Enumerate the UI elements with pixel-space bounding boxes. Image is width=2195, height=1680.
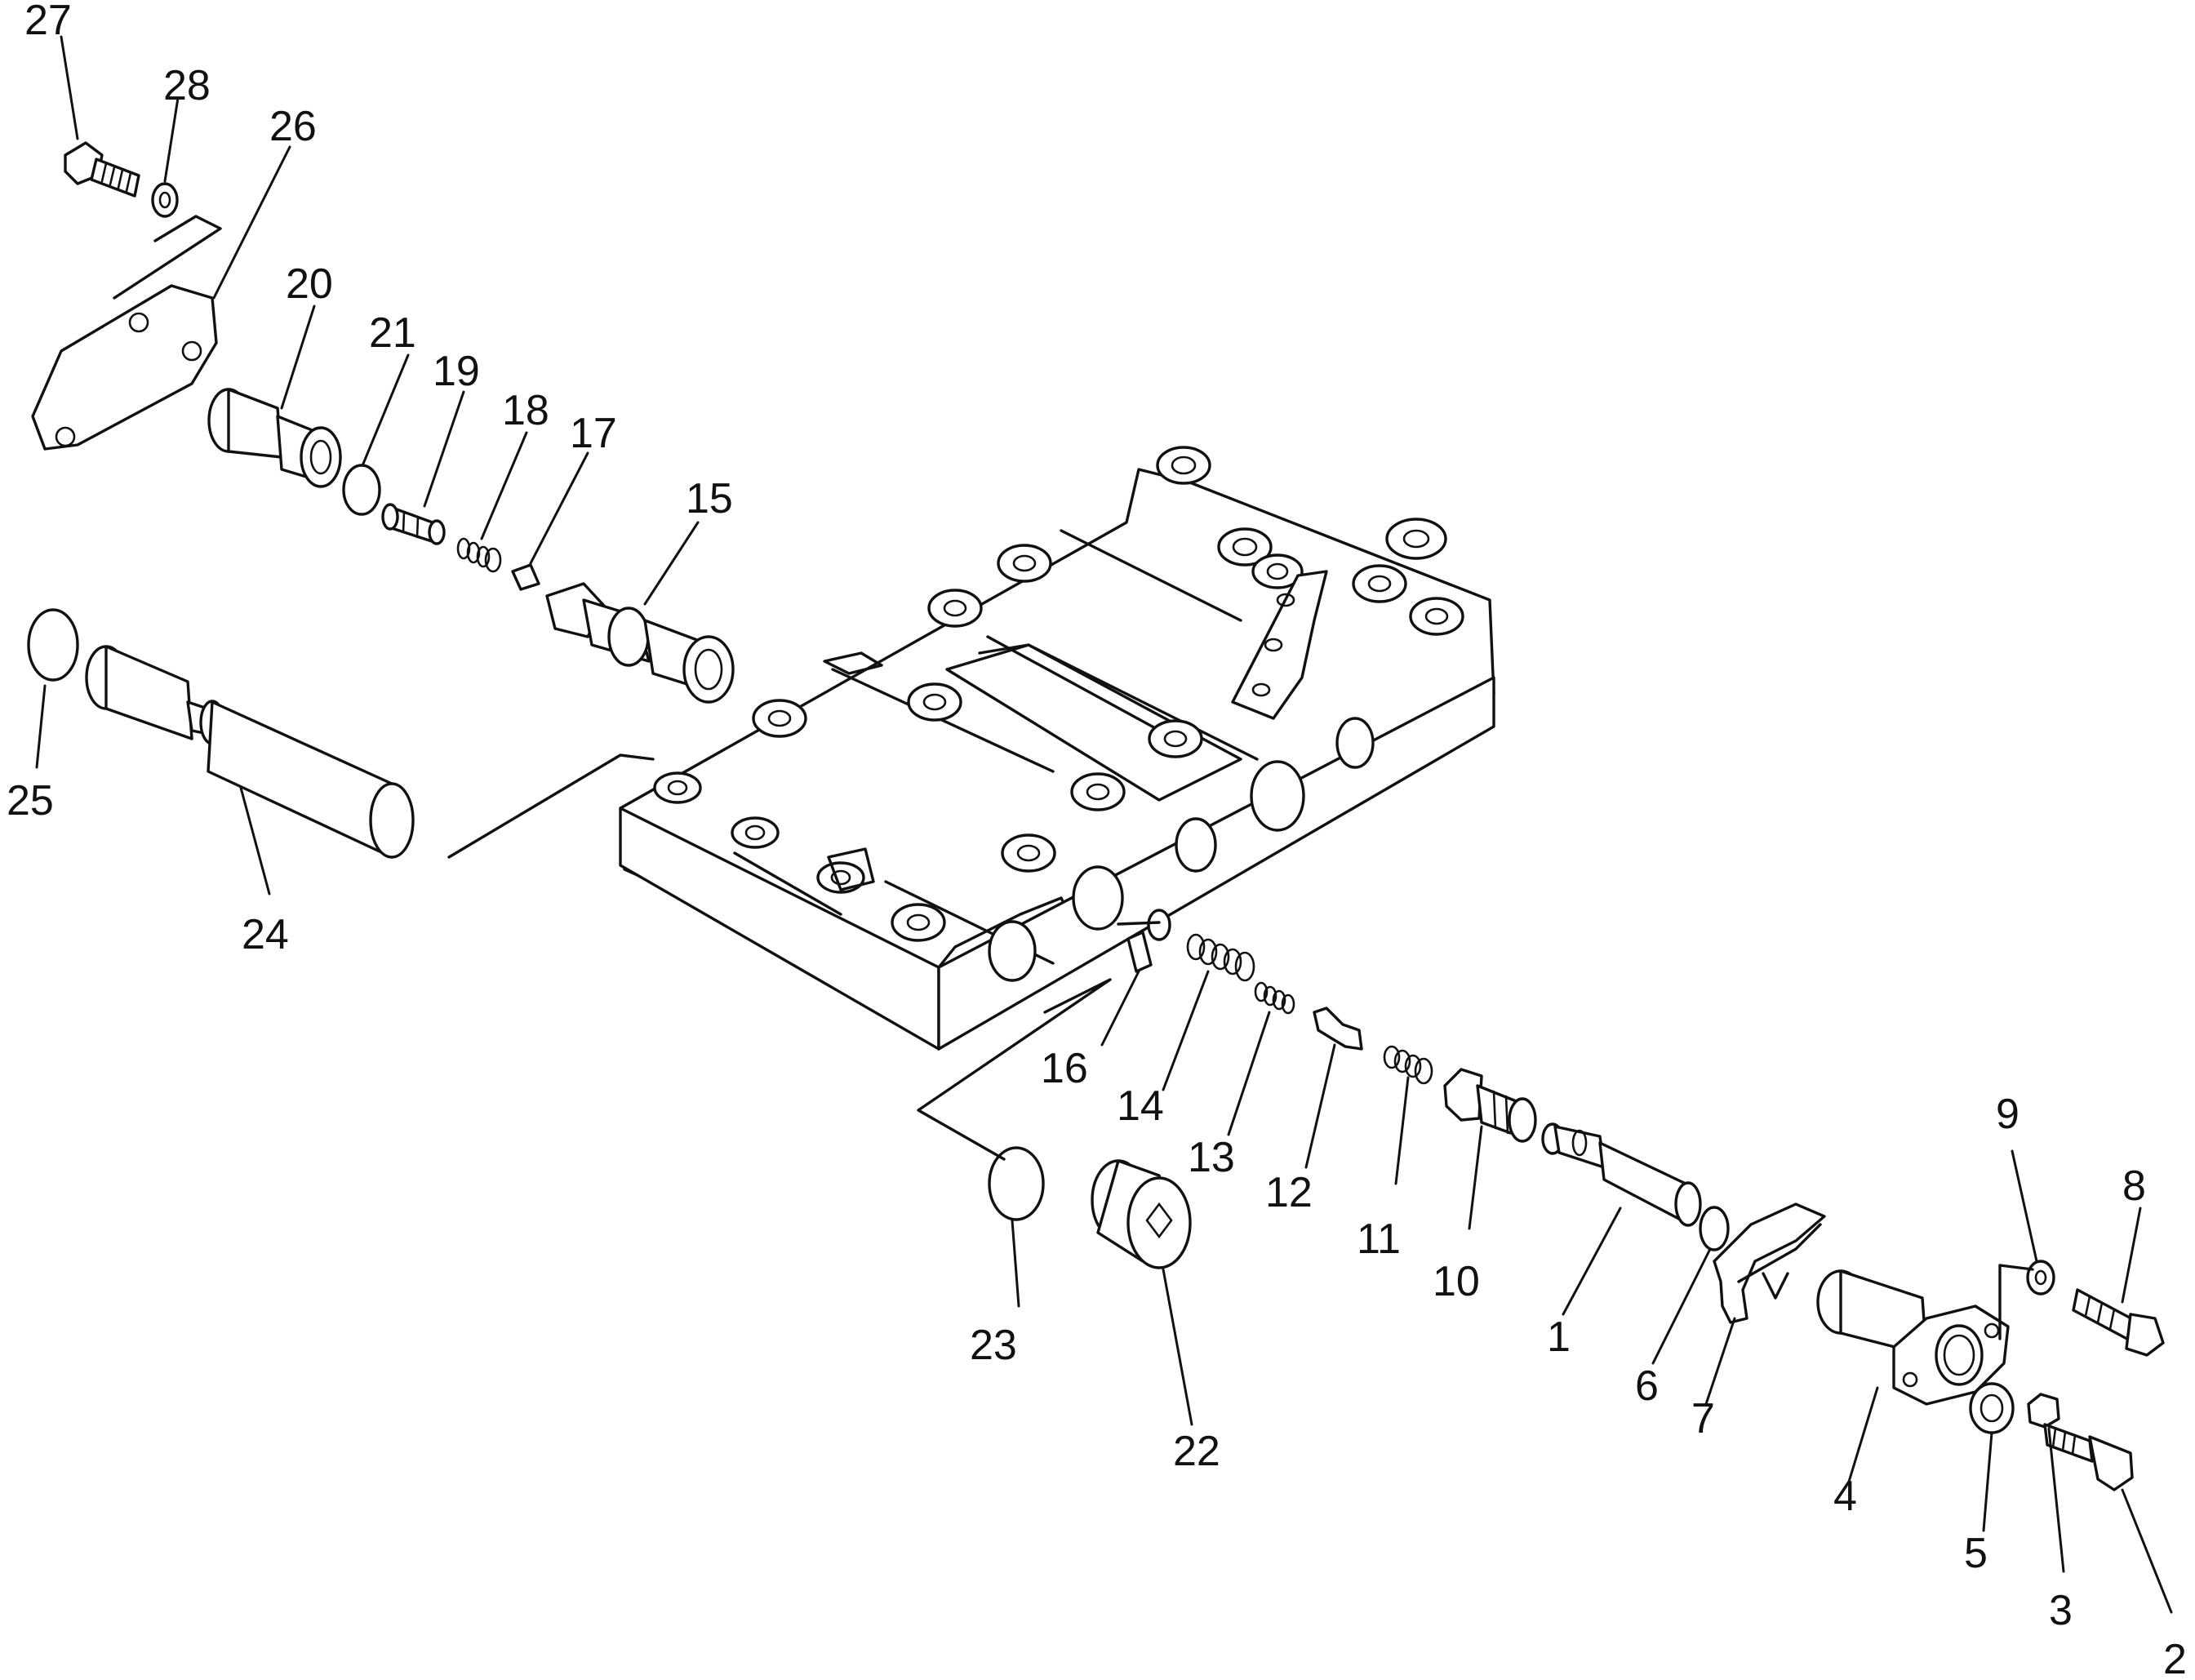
bolt-2 — [2043, 1423, 2134, 1491]
callout-2: 2 — [2163, 1636, 2187, 1680]
cover-plate — [31, 284, 218, 451]
callout-10: 10 — [1433, 1258, 1480, 1305]
oring-21 — [342, 464, 381, 516]
cover-washer — [151, 182, 179, 218]
callout-18: 18 — [502, 387, 549, 434]
callout-16: 16 — [1041, 1045, 1088, 1092]
spring-11 — [1383, 1045, 1433, 1085]
washer-9 — [2026, 1260, 2055, 1296]
callout-8: 8 — [2122, 1162, 2146, 1210]
callout-1: 1 — [1547, 1313, 1571, 1361]
ring-16 — [1126, 909, 1171, 973]
ball-17 — [511, 563, 540, 591]
assembly-lines — [113, 215, 2034, 1340]
callout-6: 6 — [1635, 1362, 1659, 1410]
plug-22 — [1091, 1159, 1192, 1269]
spool-24 — [85, 645, 415, 859]
spring-14 — [1186, 933, 1255, 982]
bolt-8 — [2072, 1288, 2165, 1357]
callout-7: 7 — [1691, 1395, 1715, 1442]
spool-15 — [545, 582, 735, 704]
callout-9: 9 — [1996, 1091, 2019, 1138]
callout-20: 20 — [286, 260, 333, 308]
body-bosses — [653, 446, 1464, 942]
callout-25: 25 — [7, 777, 54, 824]
callout-26: 26 — [269, 103, 317, 150]
callout-28: 28 — [163, 62, 211, 109]
poppet-12 — [1313, 1007, 1363, 1051]
bushing-5 — [1969, 1382, 2015, 1434]
callout-labels: 27 28 26 20 21 19 18 17 15 25 24 16 14 1… — [7, 0, 2187, 1680]
callout-22: 22 — [1173, 1428, 1220, 1475]
callout-12: 12 — [1265, 1169, 1313, 1216]
spring-13 — [1254, 981, 1295, 1015]
callout-3: 3 — [2049, 1587, 2073, 1634]
nut-3 — [2027, 1393, 2060, 1429]
callout-5: 5 — [1964, 1530, 1988, 1577]
oring-6 — [1699, 1206, 1730, 1251]
link-plate-7 — [1713, 1202, 1826, 1324]
callout-13: 13 — [1188, 1134, 1235, 1181]
solenoid-4 — [1816, 1269, 2010, 1406]
spool-1 — [1541, 1122, 1702, 1227]
callout-17: 17 — [570, 410, 617, 457]
oring-25 — [27, 608, 79, 682]
valve-body — [619, 446, 1495, 1051]
piston-20 — [207, 388, 342, 488]
plug-19 — [381, 503, 446, 545]
callout-21: 21 — [369, 309, 416, 357]
callout-23: 23 — [970, 1322, 1017, 1369]
cover-bolt — [64, 141, 140, 198]
callout-24: 24 — [242, 911, 289, 958]
callout-19: 19 — [433, 348, 480, 395]
callout-leaders — [35, 35, 2173, 1614]
oring-23 — [988, 1146, 1045, 1221]
callout-27: 27 — [24, 0, 72, 44]
spring-18 — [456, 537, 502, 573]
callout-15: 15 — [686, 475, 733, 522]
plug-10 — [1443, 1068, 1537, 1143]
callout-11: 11 — [1357, 1216, 1401, 1263]
callout-4: 4 — [1833, 1473, 1857, 1520]
callout-14: 14 — [1117, 1082, 1164, 1130]
